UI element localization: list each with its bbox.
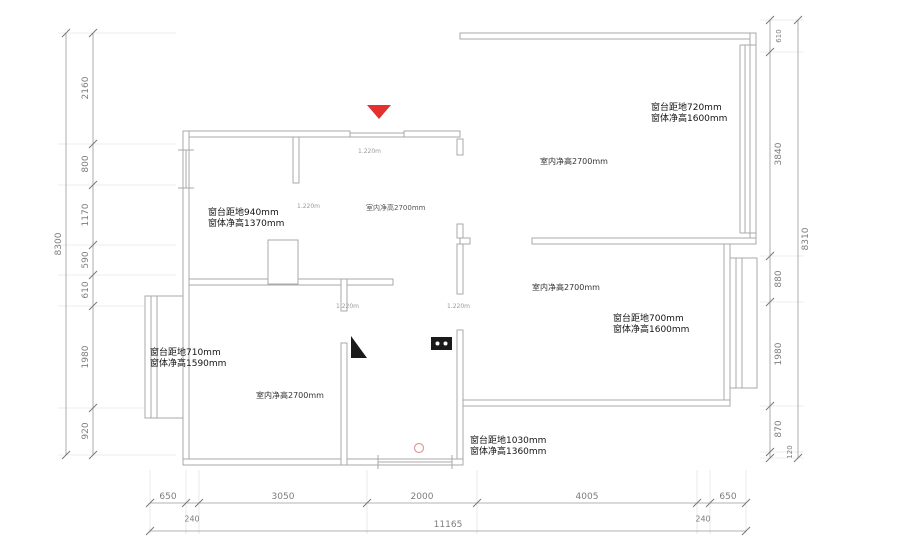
window-sill-height: 窗台距地940mm: [208, 208, 279, 218]
dim-label-bottom-small-0: 240: [184, 514, 200, 524]
extension-lines: [58, 19, 804, 534]
dim-label-bottom-3: 4005: [575, 492, 599, 502]
dim-label-right-0: 610: [775, 29, 783, 43]
window-clear-height: 窗体净高1590mm: [150, 359, 227, 369]
appliance-symbol: [431, 337, 452, 350]
opening-size-label: 1.220m: [297, 203, 321, 210]
dim-label-bottom-1: 3050: [271, 492, 295, 502]
dimension-ticks: [61, 15, 803, 536]
opening-size-label: 1.220m: [447, 303, 471, 310]
window-clear-height: 窗体净高1600mm: [613, 325, 690, 335]
dim-label-bottom-total: 11165: [433, 520, 463, 530]
dim-label-bottom-small-1: 240: [695, 514, 711, 524]
window-annotation-top-right: 窗台距地720mm 窗体净高1600mm: [651, 103, 727, 125]
windows: [144, 44, 758, 469]
dim-label-left-1: 800: [81, 155, 91, 173]
opening-size-label: 1.220m: [358, 148, 382, 155]
ceiling-height-label: 室内净高2700mm: [256, 391, 324, 400]
dim-label-left-total: 8300: [54, 232, 64, 256]
drain-symbol: [413, 442, 425, 454]
dim-label-bottom-4: 650: [719, 492, 737, 502]
window-clear-height: 窗体净高1600mm: [651, 114, 728, 124]
dim-label-left-5: 1980: [81, 345, 91, 369]
dim-label-right-2: 880: [774, 270, 784, 288]
plan-symbols: [351, 105, 452, 454]
window-annotation-left-upper: 窗台距地940mm 窗体净高1370mm: [208, 208, 284, 230]
dim-label-left-0: 2160: [81, 76, 91, 100]
dim-label-right-3: 1980: [774, 342, 784, 366]
ceiling-height-label: 室内净高2700mm: [540, 157, 608, 166]
window-clear-height: 窗体净高1360mm: [470, 447, 547, 457]
window-annotation-bottom: 窗台距地1030mm 窗体净高1360mm: [470, 436, 546, 458]
opening-size-label: 1.220m: [336, 303, 360, 310]
window-sill-height: 窗台距地720mm: [651, 103, 722, 113]
ceiling-height-label: 室内净高2700mm: [366, 204, 426, 212]
dim-label-bottom-0: 650: [159, 492, 177, 502]
dim-label-left-6: 920: [81, 422, 91, 440]
dim-label-left-2: 1170: [81, 203, 91, 227]
entry-marker-icon: [367, 105, 391, 119]
window-sill-height: 窗台距地1030mm: [470, 436, 547, 446]
window-annotation-right: 窗台距地700mm 窗体净高1600mm: [613, 314, 689, 336]
dimension-lines: [65, 20, 799, 532]
window-sill-height: 窗台距地710mm: [150, 348, 221, 358]
dim-label-right-1: 3840: [774, 142, 784, 166]
window-sill-height: 窗台距地700mm: [613, 314, 684, 324]
ceiling-height-label: 室内净高2700mm: [532, 283, 600, 292]
walls: [182, 32, 757, 466]
dim-label-left-3: 590: [81, 251, 91, 269]
window-clear-height: 窗体净高1370mm: [208, 219, 285, 229]
window-annotation-left-lower: 窗台距地710mm 窗体净高1590mm: [150, 348, 226, 370]
dim-label-bottom-2: 2000: [410, 492, 434, 502]
dim-label-right-5: 120: [786, 445, 794, 459]
dim-label-left-4: 610: [81, 281, 91, 299]
dim-label-right-4: 870: [774, 420, 784, 438]
door-leaf-symbol: [351, 336, 367, 358]
dim-label-right-total: 8310: [801, 227, 811, 251]
